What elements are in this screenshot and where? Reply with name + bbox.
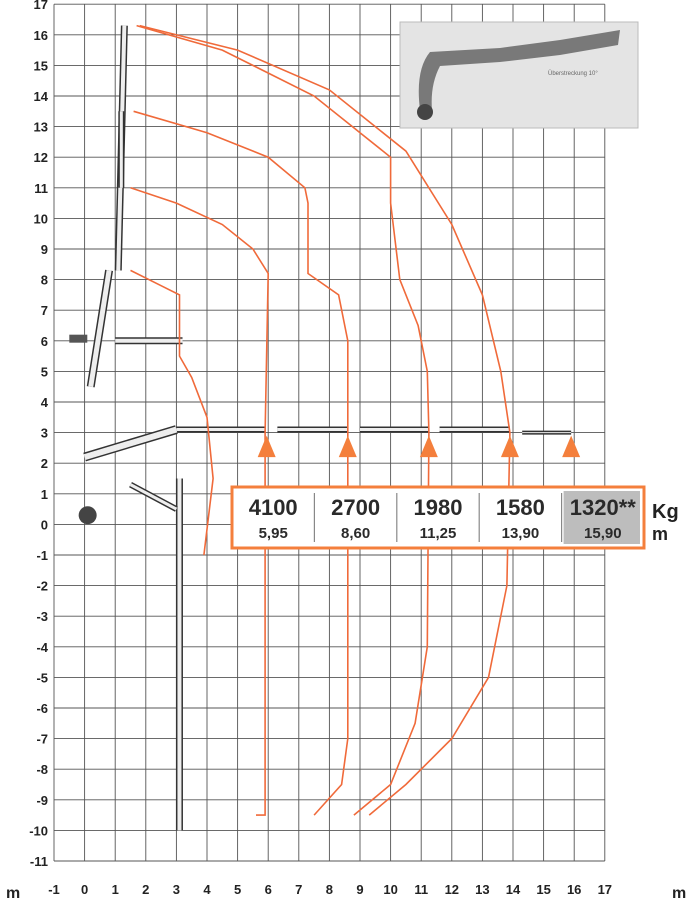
capacity-table: 4100 5,95 2700 8,60 1980 11,25 1580 13,90 1320**… xyxy=(230,485,646,550)
capacity-reach: 11,25 xyxy=(420,525,457,542)
y-tick-label: -8 xyxy=(36,762,48,777)
x-tick-label: 17 xyxy=(598,882,612,897)
y-tick-label: -7 xyxy=(36,732,48,747)
capacity-reach: 5,95 xyxy=(259,525,288,542)
boom-section-inner xyxy=(88,270,112,388)
y-tick-label: 14 xyxy=(34,89,49,104)
capacity-load: 4100 xyxy=(249,495,298,520)
y-tick-label: 8 xyxy=(41,273,48,288)
y-tick-label: 13 xyxy=(34,120,48,135)
y-axis-ticks: 17161514131211109876543210-1-2-3-4-5-6-7… xyxy=(29,0,49,869)
reach-envelope-curve xyxy=(139,24,511,816)
y-tick-label: 12 xyxy=(34,150,48,165)
capacity-cell-highlight xyxy=(563,491,640,544)
capacity-arrow xyxy=(562,435,581,458)
y-tick-label: 9 xyxy=(41,242,48,257)
y-tick-label: 7 xyxy=(41,303,48,318)
x-tick-label: 0 xyxy=(81,882,88,897)
y-tick-label: 6 xyxy=(41,334,48,349)
capacity-reach: 13,90 xyxy=(502,525,540,542)
y-tick-label: 2 xyxy=(41,456,48,471)
capacity-reach: 8,60 xyxy=(341,525,370,542)
y-tick-label: -1 xyxy=(36,548,48,563)
reach-envelope-curve xyxy=(130,187,270,816)
grid xyxy=(53,3,606,862)
boom-section-inner xyxy=(83,426,178,460)
reach-envelope-curve xyxy=(133,110,349,816)
y-tick-label: 5 xyxy=(41,364,48,379)
x-tick-label: 3 xyxy=(173,882,180,897)
reach-envelopes xyxy=(130,24,511,816)
y-tick-label: -9 xyxy=(36,793,48,808)
y-tick-label: 17 xyxy=(34,0,48,12)
x-tick-label: 8 xyxy=(326,882,333,897)
y-tick-label: 10 xyxy=(34,211,48,226)
x-axis-unit: m xyxy=(6,885,20,902)
y-tick-label: -6 xyxy=(36,701,48,716)
x-tick-label: 6 xyxy=(265,882,272,897)
capacity-arrow xyxy=(257,435,276,458)
capacity-load: 1980 xyxy=(414,495,463,520)
y-tick-label: 4 xyxy=(41,395,49,410)
capacity-markers xyxy=(257,435,581,458)
x-tick-label: 16 xyxy=(567,882,581,897)
crane-inset-image: Überstreckung 10° xyxy=(399,21,639,129)
boom-section-inner xyxy=(129,483,178,511)
capacity-reach: 15,90 xyxy=(584,525,622,542)
capacity-load: 1580 xyxy=(496,495,545,520)
capacity-arrow xyxy=(500,435,519,458)
y-tick-label: 1 xyxy=(41,487,48,502)
x-tick-label: -1 xyxy=(48,882,60,897)
y-tick-label: -4 xyxy=(36,640,48,655)
y-tick-label: 0 xyxy=(41,517,48,532)
x-tick-label: 14 xyxy=(506,882,521,897)
x-tick-label: 15 xyxy=(536,882,550,897)
x-tick-label: 5 xyxy=(234,882,241,897)
reach-envelope-curve xyxy=(130,269,214,556)
capacity-arrow xyxy=(338,435,357,458)
y-tick-label: 3 xyxy=(41,426,48,441)
x-tick-label: 2 xyxy=(142,882,149,897)
x-tick-label: 1 xyxy=(112,882,119,897)
y-tick-label: -5 xyxy=(36,670,48,685)
crane-illustration xyxy=(69,25,572,831)
capacity-arrow xyxy=(419,435,438,458)
reach-unit-label: m xyxy=(652,524,668,544)
x-tick-label: 11 xyxy=(414,882,428,897)
load-unit-label: Kg xyxy=(652,501,679,523)
capacity-load: 1320** xyxy=(570,495,637,520)
y-tick-label: -3 xyxy=(36,609,48,624)
inset-caption: Überstreckung 10° xyxy=(548,70,598,77)
x-tick-label: 10 xyxy=(383,882,397,897)
capacity-load: 2700 xyxy=(331,495,380,520)
y-tick-label: -10 xyxy=(29,823,48,838)
x-tick-label: 4 xyxy=(203,882,211,897)
y-tick-label: 11 xyxy=(34,181,48,196)
right-axis-unit: m xyxy=(672,885,686,902)
y-tick-label: 15 xyxy=(34,58,48,73)
crane-base xyxy=(78,506,97,525)
x-tick-label: 7 xyxy=(295,882,302,897)
x-tick-label: 12 xyxy=(445,882,459,897)
y-tick-label: -2 xyxy=(36,579,48,594)
x-tick-label: 9 xyxy=(356,882,363,897)
y-tick-label: -11 xyxy=(30,854,48,869)
crane-mount xyxy=(69,334,88,343)
y-tick-label: 16 xyxy=(34,28,48,43)
x-tick-label: 13 xyxy=(475,882,489,897)
reach-envelope-curve xyxy=(136,24,430,816)
